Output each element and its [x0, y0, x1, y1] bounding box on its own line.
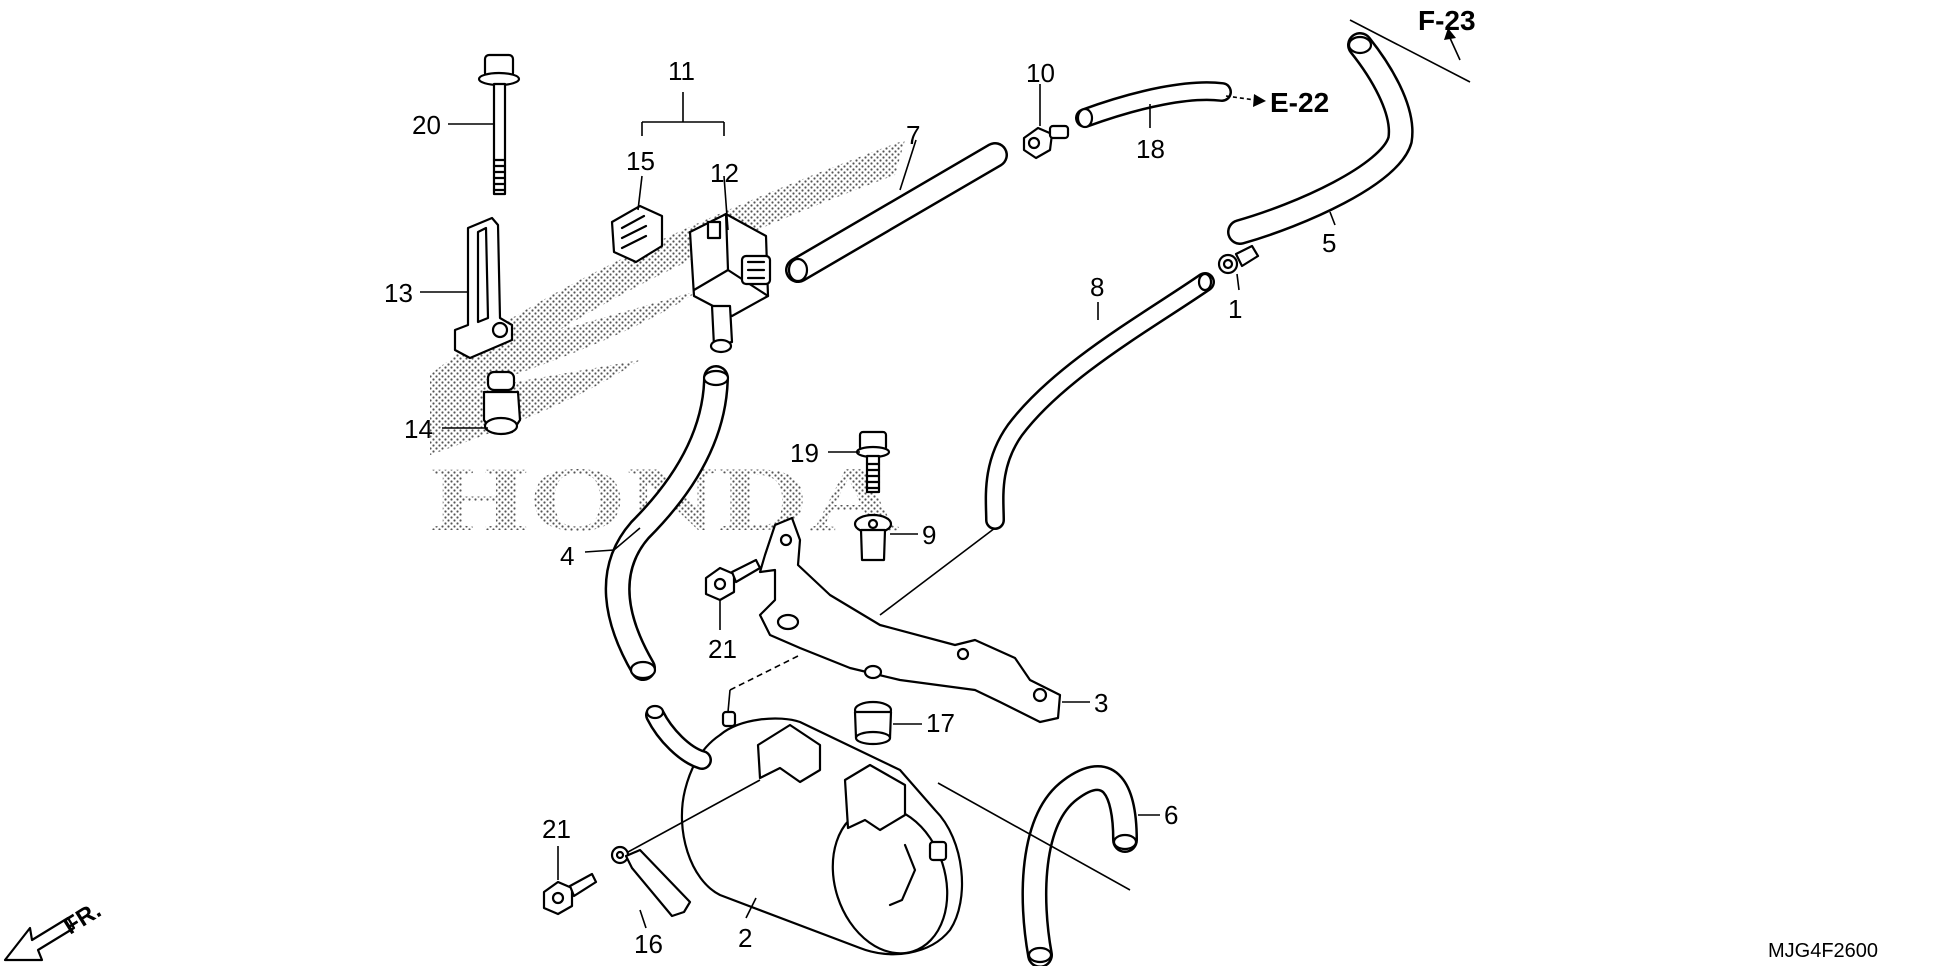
part-6-guide-line — [937, 782, 1131, 891]
part-6-hose — [1021, 765, 1138, 966]
callout-3: 3 — [1094, 688, 1108, 718]
callout-15: 15 — [626, 146, 655, 176]
part-16-guide-line — [627, 779, 761, 853]
honda-wing-logo — [430, 140, 905, 455]
callout-labels: 1 2 3 4 5 6 7 8 9 10 11 12 13 14 15 16 1… — [384, 56, 1336, 959]
part-7-hose — [785, 142, 1008, 283]
part-4-hose — [604, 365, 730, 681]
part-16-clamp — [610, 845, 692, 918]
part-17-grommet — [853, 700, 893, 746]
callout-5: 5 — [1322, 228, 1336, 258]
part-2-stem-guide-line — [727, 689, 731, 713]
callout-10: 10 — [1026, 58, 1055, 88]
callout-7: 7 — [906, 120, 920, 150]
callout-2: 2 — [738, 923, 752, 953]
callout-21-lower: 21 — [542, 814, 571, 844]
part-10-fitting — [1022, 124, 1070, 160]
part-20-bolt — [477, 53, 521, 196]
callout-6: 6 — [1164, 800, 1178, 830]
diagram-code: MJG4F2600 — [1768, 940, 1878, 962]
f23-arrow-shaft — [1449, 37, 1461, 61]
e22-dashed-arrow — [1225, 95, 1256, 101]
part-8-hose — [984, 272, 1215, 530]
e22-arrowhead — [1253, 94, 1266, 107]
part-1-fitting — [1217, 244, 1260, 275]
part-21-bolt-lower — [542, 872, 598, 916]
callout-20: 20 — [412, 110, 441, 140]
callout-13: 13 — [384, 278, 413, 308]
callout-8: 8 — [1090, 272, 1104, 302]
part-3-hose-guide-line — [879, 527, 996, 616]
reference-f23: F-23 — [1418, 5, 1476, 36]
part-14-grommet — [482, 370, 522, 436]
f23-arrowhead — [1444, 28, 1456, 40]
callout-12: 12 — [710, 158, 739, 188]
front-direction-arrow — [3, 916, 76, 962]
part-21-bolt-upper — [704, 558, 762, 602]
part-12-solenoid-valve — [688, 212, 772, 354]
callout-16: 16 — [634, 929, 663, 959]
part-5-hose — [1227, 32, 1414, 245]
callout-1: 1 — [1228, 294, 1242, 324]
callout-4: 4 — [560, 541, 574, 571]
callout-11: 11 — [668, 56, 695, 86]
callout-19: 19 — [790, 438, 819, 468]
callout-21-upper: 21 — [708, 634, 737, 664]
f23-boundary-line — [1349, 19, 1471, 83]
callout-leaders — [420, 84, 1336, 929]
part-2-guide-line — [729, 654, 801, 691]
part-18-hose — [1075, 81, 1232, 129]
callout-14: 14 — [404, 414, 433, 444]
part-13-bracket — [453, 216, 514, 360]
part-2-canister — [645, 704, 964, 956]
callout-18: 18 — [1136, 134, 1165, 164]
reference-e22: E-22 — [1270, 87, 1329, 118]
callout-9: 9 — [922, 520, 936, 550]
part-15-rubber-cap — [610, 204, 664, 264]
part-9-collar — [853, 513, 893, 562]
callout-17: 17 — [926, 708, 955, 738]
part-19-bolt — [855, 430, 891, 494]
part-3-bracket — [758, 516, 1062, 724]
